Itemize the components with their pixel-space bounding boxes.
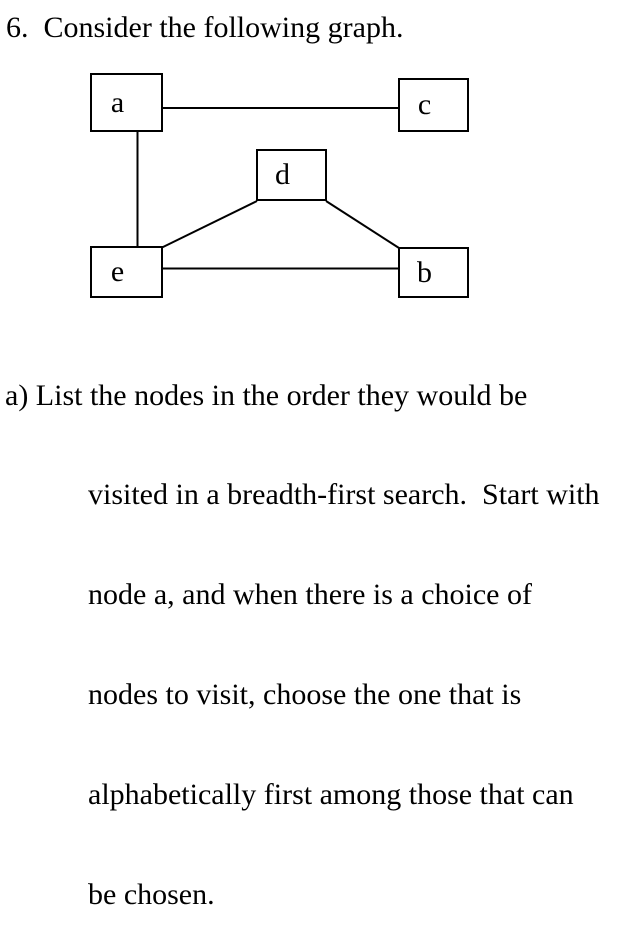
- question-line: a) List the nodes in the order they woul…: [5, 378, 528, 412]
- graph-node-a: a: [90, 73, 163, 132]
- node-label-b: b: [417, 255, 432, 289]
- question-part-a: a) List the nodes in the order they woul…: [0, 312, 600, 945]
- graph-node-d: d: [256, 149, 327, 201]
- question-line: be chosen.: [88, 878, 215, 912]
- graph-node-b: b: [398, 247, 469, 298]
- question-line: alphabetically first among those that ca…: [88, 778, 574, 812]
- node-label-d: d: [275, 158, 290, 191]
- node-label-e: e: [110, 255, 125, 288]
- question-line: visited in a breadth-first search. Start…: [88, 478, 600, 512]
- page: { "title": "6. Consider the following gr…: [5, 11, 600, 912]
- edge-d-b: [325, 200, 400, 249]
- graph-node-c: c: [398, 78, 469, 132]
- question-number-title: 6. Consider the following graph.: [6, 11, 404, 44]
- edge-e-d: [160, 200, 258, 249]
- question-line: nodes to visit, choose the one that is: [88, 678, 522, 712]
- node-label-a: a: [110, 85, 125, 119]
- node-label-c: c: [417, 88, 432, 121]
- graph-edges: [136, 107, 400, 270]
- question-line: node a, and when there is a choice of: [88, 578, 532, 612]
- graph-node-e: e: [90, 246, 163, 298]
